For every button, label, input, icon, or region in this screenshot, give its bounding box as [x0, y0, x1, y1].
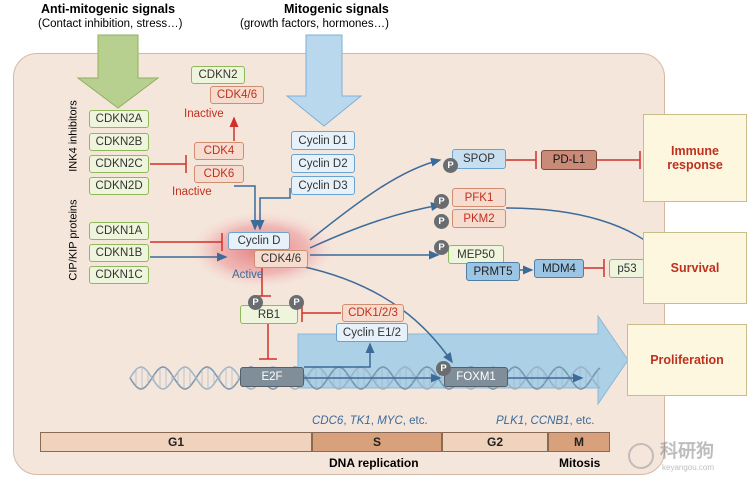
survival-box: Survival	[643, 232, 747, 304]
cip-kip-label: CIP/KIP proteins	[67, 199, 80, 281]
anti-mitogenic-subtitle: (Contact inhibition, stress…)	[38, 18, 183, 30]
watermark-cn: 科研狗	[660, 441, 714, 461]
mitogenic-arrow	[285, 34, 363, 127]
watermark-en: keyangou.com	[662, 463, 715, 472]
s-phase-genes: CDC6, TK1, MYC, etc.	[312, 415, 428, 427]
pfk1-box: PFK1	[452, 188, 506, 207]
cdk123-box: CDK1/2/3	[342, 304, 404, 322]
mdm4-box: MDM4	[534, 259, 584, 278]
phospho-foxm1: P	[436, 361, 451, 376]
phase-m: M	[548, 432, 610, 452]
cdkn1c-box: CDKN1C	[89, 266, 149, 284]
survival-label: Survival	[670, 261, 720, 275]
phospho-pfk1: P	[434, 194, 449, 209]
cdk46-inactive-box: CDK4/6	[210, 86, 264, 104]
mitogenic-subtitle: (growth factors, hormones…)	[240, 18, 389, 30]
mitogenic-title: Mitogenic signals	[284, 2, 389, 16]
pdl1-box: PD-L1	[541, 150, 597, 170]
foxm1-box: FOXM1	[444, 367, 508, 387]
cdkn2b-box: CDKN2B	[89, 133, 149, 151]
mep50-box: MEP50	[448, 245, 504, 264]
g2-phase-genes: PLK1, CCNB1, etc.	[496, 415, 595, 427]
cdk46-active-box: CDK4/6	[254, 250, 308, 268]
anti-mitogenic-title: Anti-mitogenic signals	[41, 2, 176, 16]
cdkn2-box: CDKN2	[191, 66, 245, 84]
cdk6-box: CDK6	[194, 165, 244, 183]
phase-s: S	[312, 432, 442, 452]
cyclin-e-box: Cyclin E1/2	[336, 323, 408, 342]
active-label: Active	[232, 269, 264, 281]
pkm2-box: PKM2	[452, 209, 506, 228]
phase-g2: G2	[442, 432, 548, 452]
phospho-pkm2: P	[434, 214, 449, 229]
cdkn2d-box: CDKN2D	[89, 177, 149, 195]
cdkn2c-box: CDKN2C	[89, 155, 149, 173]
watermark-icon	[628, 443, 654, 469]
cyclin-d2-box: Cyclin D2	[291, 154, 355, 173]
anti-mitogenic-arrow	[76, 34, 160, 109]
cdkn1b-box: CDKN1B	[89, 244, 149, 262]
phospho-spop: P	[443, 158, 458, 173]
dna-replication-label: DNA replication	[329, 456, 419, 470]
inactive-label-2: Inactive	[172, 186, 212, 198]
phospho-mep50: P	[434, 240, 449, 255]
cyclin-d1-box: Cyclin D1	[291, 131, 355, 150]
prmt5-box: PRMT5	[466, 262, 520, 281]
proliferation-box: Proliferation	[627, 324, 747, 396]
p53-box: p53	[609, 259, 645, 278]
proliferation-label: Proliferation	[650, 353, 724, 367]
phase-g1: G1	[40, 432, 312, 452]
spop-box: SPOP	[452, 149, 506, 169]
immune-response-label: Immune response	[667, 144, 723, 172]
cdkn2a-box: CDKN2A	[89, 110, 149, 128]
cyclin-d-box: Cyclin D	[228, 232, 290, 250]
ink4-label: INK4 inhibitors	[67, 100, 80, 172]
mitosis-label: Mitosis	[559, 456, 601, 470]
phospho-rb1-left: P	[248, 295, 263, 310]
immune-response-box: Immune response	[643, 114, 747, 202]
cdkn1a-box: CDKN1A	[89, 222, 149, 240]
phospho-rb1-right: P	[289, 295, 304, 310]
cdk4-box: CDK4	[194, 142, 244, 160]
rb1-box: RB1	[240, 305, 298, 324]
e2f-box: E2F	[240, 367, 304, 387]
cyclin-d3-box: Cyclin D3	[291, 176, 355, 195]
inactive-label-1: Inactive	[184, 108, 224, 120]
watermark-logo: 科研狗 keyangou.com	[628, 440, 746, 476]
